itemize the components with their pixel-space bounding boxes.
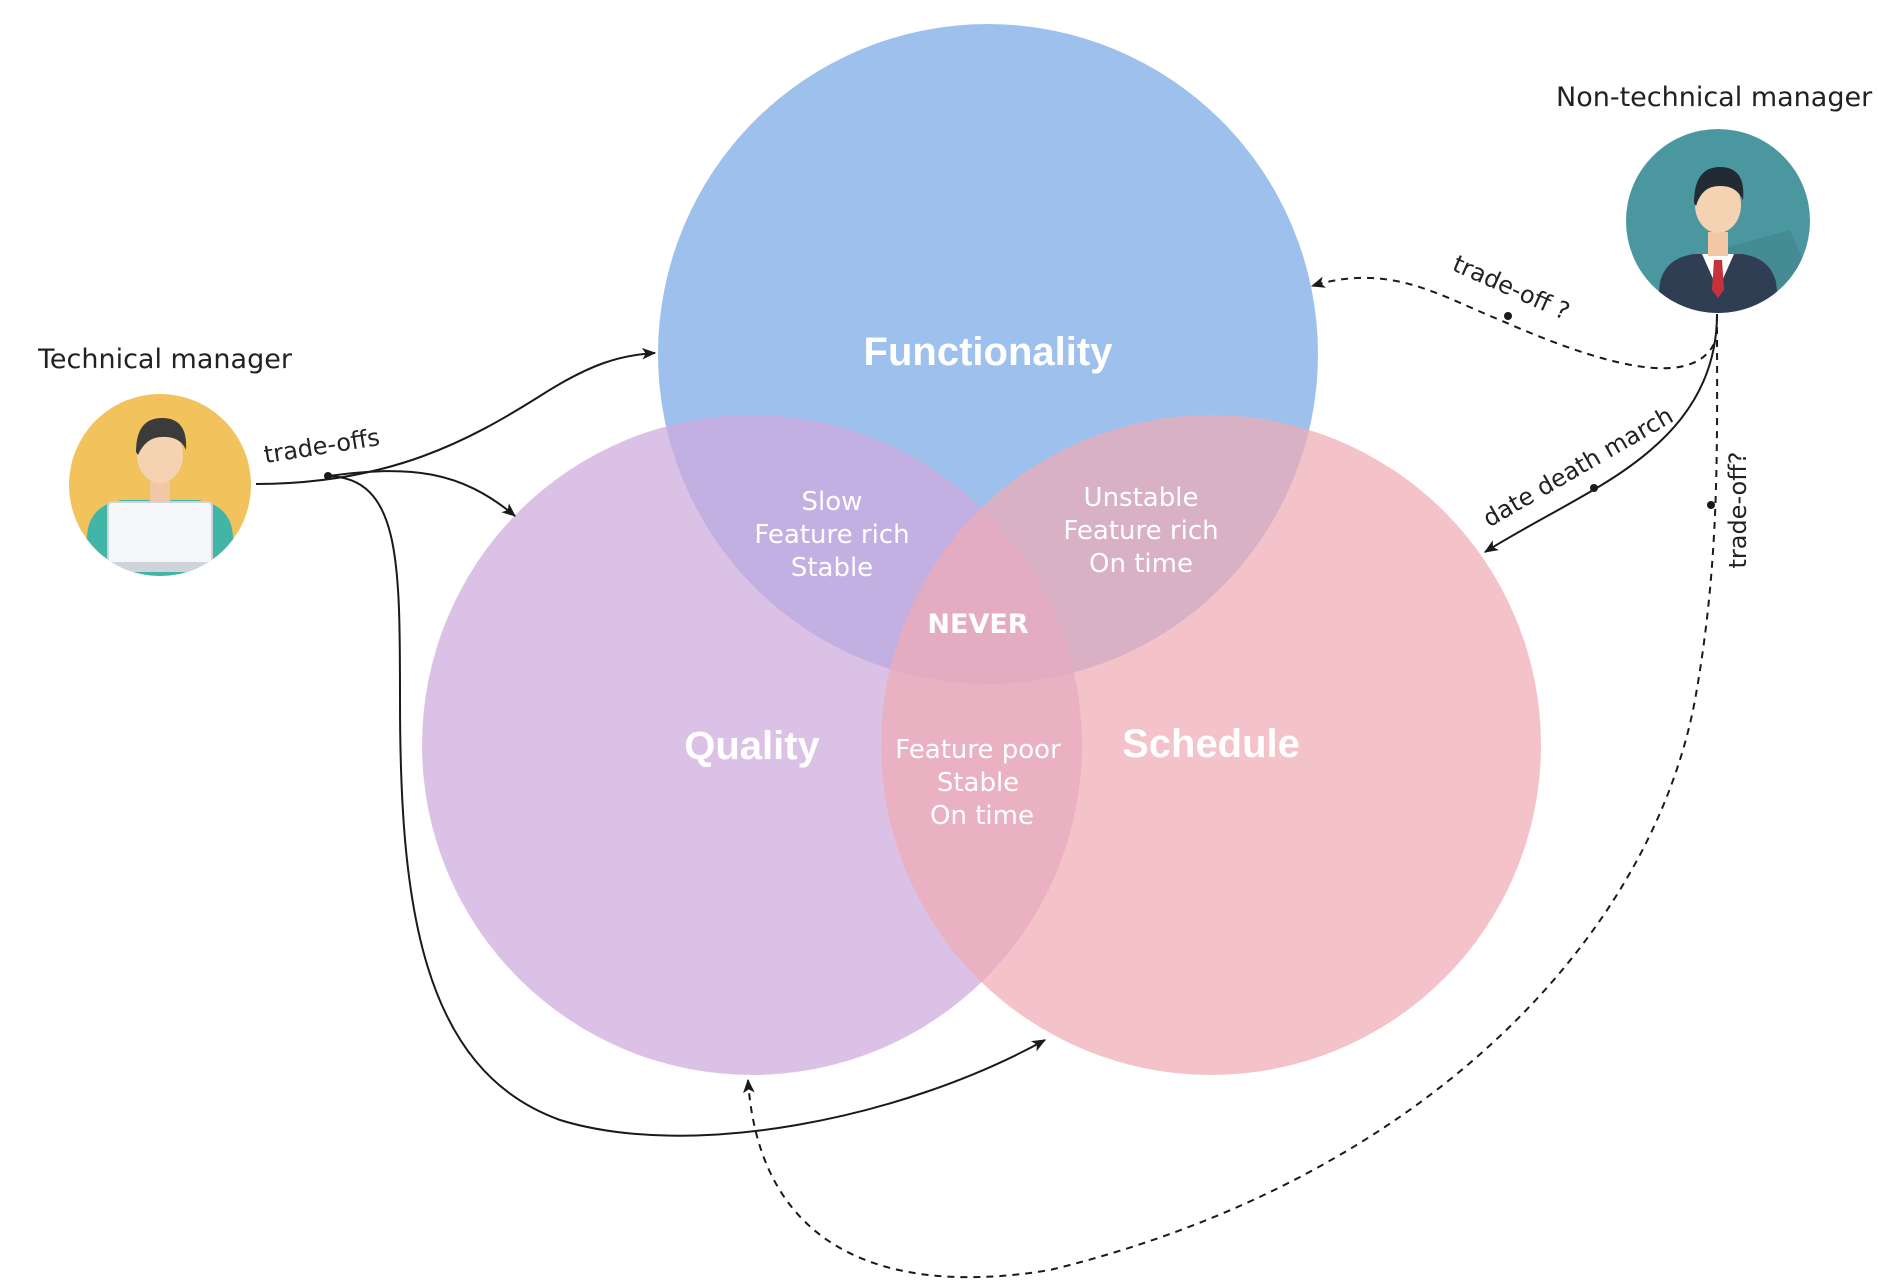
technical-manager-label: Technical manager <box>37 344 293 375</box>
intersection-quality-schedule-line: Feature poor <box>895 735 1061 765</box>
edge-midpoint-dot <box>1590 484 1598 492</box>
trade-off-question-vertical-label: trade-off? <box>1724 451 1752 568</box>
intersection-functionality-quality-line: Slow <box>802 487 863 517</box>
non-technical-manager-avatar-icon <box>1626 129 1810 313</box>
intersection-functionality-schedule-line: Feature rich <box>1063 516 1218 546</box>
functionality-label: Functionality <box>864 330 1114 374</box>
quality-circle <box>422 415 1082 1075</box>
trade-off-arrow-to-quality <box>327 470 516 517</box>
trade-off-arrow-to-schedule <box>327 475 1047 1137</box>
schedule-circle <box>881 415 1541 1075</box>
intersection-quality-schedule-line: On time <box>930 801 1034 831</box>
intersection-functionality-quality-line: Stable <box>791 553 873 583</box>
date-death-march-arrow-to-schedule <box>1484 313 1718 553</box>
edge-midpoint-dot <box>1707 501 1715 509</box>
center-intersection-label: NEVER <box>927 609 1028 640</box>
technical-manager-avatar-icon <box>69 394 251 576</box>
intersection-functionality-schedule-line: On time <box>1089 549 1193 579</box>
non-technical-manager-label: Non-technical manager <box>1556 82 1873 113</box>
edge-junction-dot <box>324 472 332 480</box>
intersection-quality-schedule-line: Stable <box>937 768 1019 798</box>
intersection-functionality-schedule-line: Unstable <box>1084 483 1199 513</box>
edge-midpoint-dot <box>1504 312 1512 320</box>
trade-offs-label: trade-offs <box>262 423 382 469</box>
schedule-label: Schedule <box>1122 722 1300 766</box>
quality-label: Quality <box>684 724 820 768</box>
trade-off-arrow-to-functionality <box>255 347 657 485</box>
intersection-functionality-quality-line: Feature rich <box>754 520 909 550</box>
date-death-march-label: date death march <box>1478 401 1678 533</box>
